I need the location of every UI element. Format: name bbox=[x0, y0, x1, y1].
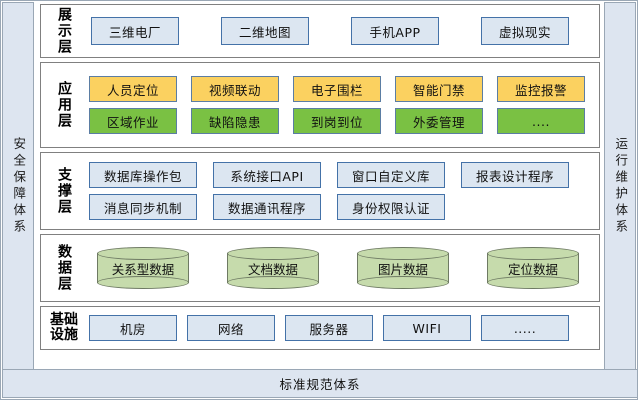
layer-support-body: 数据库操作包 系统接口API 窗口自定义库 报表设计程序 消息同步机制 数据通讯… bbox=[83, 162, 595, 220]
node-report-design-program[interactable]: 报表设计程序 bbox=[461, 162, 569, 188]
cylinder-top bbox=[487, 247, 579, 260]
cylinder-bottom bbox=[97, 276, 189, 289]
node-relational-data[interactable]: 关系型数据 bbox=[97, 247, 189, 289]
node-wifi[interactable]: WIFI bbox=[383, 315, 471, 341]
node-on-post-on-duty[interactable]: 到岗到位 bbox=[293, 108, 381, 134]
infrastructure-row: 机房 网络 服务器 WIFI ..... bbox=[87, 315, 595, 341]
cylinder-bottom bbox=[357, 276, 449, 289]
footer-standards-system: 标准规范体系 bbox=[2, 369, 638, 398]
layer-infrastructure: 基础设施 机房 网络 服务器 WIFI ..... bbox=[40, 306, 600, 350]
node-application-more[interactable]: .... bbox=[497, 108, 585, 134]
node-smart-access-control[interactable]: 智能门禁 bbox=[395, 76, 483, 102]
layer-data-label: 数据层 bbox=[56, 244, 72, 292]
footer-label: 标准规范体系 bbox=[279, 377, 361, 392]
node-infrastructure-more[interactable]: ..... bbox=[481, 315, 569, 341]
cylinder-top bbox=[357, 247, 449, 260]
layer-support: 支撑层 数据库操作包 系统接口API 窗口自定义库 报表设计程序 消息同步机制 … bbox=[40, 152, 600, 230]
layer-infrastructure-label: 基础设施 bbox=[50, 312, 78, 343]
node-3d-power-plant[interactable]: 三维电厂 bbox=[91, 17, 179, 45]
node-data-communication-program[interactable]: 数据通讯程序 bbox=[213, 194, 321, 220]
node-database-operation-package[interactable]: 数据库操作包 bbox=[89, 162, 197, 188]
rail-security-system: 安全保障体系 bbox=[2, 2, 34, 370]
layer-data: 数据层 关系型数据 文档数据 bbox=[40, 234, 600, 302]
layer-stack: 展示层 三维电厂 二维地图 手机APP 虚拟现实 应用层 人员定位 视频联动 bbox=[36, 2, 604, 370]
support-row-1: 数据库操作包 系统接口API 窗口自定义库 报表设计程序 bbox=[87, 162, 595, 188]
application-row-1: 人员定位 视频联动 电子围栏 智能门禁 监控报警 bbox=[87, 76, 595, 102]
node-video-linkage[interactable]: 视频联动 bbox=[191, 76, 279, 102]
layer-application: 应用层 人员定位 视频联动 电子围栏 智能门禁 监控报警 区域作业 缺陷隐患 到… bbox=[40, 62, 600, 148]
node-server[interactable]: 服务器 bbox=[285, 315, 373, 341]
layer-presentation: 展示层 三维电厂 二维地图 手机APP 虚拟现实 bbox=[40, 4, 600, 58]
node-network[interactable]: 网络 bbox=[187, 315, 275, 341]
node-image-data[interactable]: 图片数据 bbox=[357, 247, 449, 289]
node-identity-permission-auth[interactable]: 身份权限认证 bbox=[337, 194, 445, 220]
layer-presentation-body: 三维电厂 二维地图 手机APP 虚拟现实 bbox=[83, 17, 595, 45]
layer-application-body: 人员定位 视频联动 电子围栏 智能门禁 监控报警 区域作业 缺陷隐患 到岗到位 … bbox=[83, 76, 595, 134]
cylinder-top bbox=[227, 247, 319, 260]
layer-support-label: 支撑层 bbox=[56, 167, 72, 215]
node-mobile-app[interactable]: 手机APP bbox=[351, 17, 439, 45]
node-virtual-reality[interactable]: 虚拟现实 bbox=[481, 17, 569, 45]
node-positioning-data[interactable]: 定位数据 bbox=[487, 247, 579, 289]
node-outsourcing-management[interactable]: 外委管理 bbox=[395, 108, 483, 134]
node-2d-map[interactable]: 二维地图 bbox=[221, 17, 309, 45]
support-row-2: 消息同步机制 数据通讯程序 身份权限认证 bbox=[87, 194, 595, 220]
rail-right-label: 运行维护体系 bbox=[613, 136, 629, 236]
rail-operations-maintenance-system: 运行维护体系 bbox=[604, 2, 636, 370]
node-defect-hazard[interactable]: 缺陷隐患 bbox=[191, 108, 279, 134]
node-document-data-label: 文档数据 bbox=[247, 261, 298, 277]
layer-data-body: 关系型数据 文档数据 图片数据 bbox=[83, 247, 595, 289]
node-system-interface-api[interactable]: 系统接口API bbox=[213, 162, 321, 188]
node-window-custom-library[interactable]: 窗口自定义库 bbox=[337, 162, 445, 188]
application-row-2: 区域作业 缺陷隐患 到岗到位 外委管理 .... bbox=[87, 108, 595, 134]
node-document-data[interactable]: 文档数据 bbox=[227, 247, 319, 289]
node-monitoring-alarm[interactable]: 监控报警 bbox=[497, 76, 585, 102]
layer-application-label: 应用层 bbox=[56, 81, 72, 129]
rail-left-label: 安全保障体系 bbox=[11, 136, 27, 236]
presentation-row: 三维电厂 二维地图 手机APP 虚拟现实 bbox=[87, 17, 595, 45]
node-area-operation[interactable]: 区域作业 bbox=[89, 108, 177, 134]
node-machine-room[interactable]: 机房 bbox=[89, 315, 177, 341]
node-relational-data-label: 关系型数据 bbox=[111, 261, 175, 277]
node-image-data-label: 图片数据 bbox=[377, 261, 428, 277]
layer-infrastructure-body: 机房 网络 服务器 WIFI ..... bbox=[83, 315, 595, 341]
node-message-sync-mechanism[interactable]: 消息同步机制 bbox=[89, 194, 197, 220]
node-personnel-positioning[interactable]: 人员定位 bbox=[89, 76, 177, 102]
node-electronic-fence[interactable]: 电子围栏 bbox=[293, 76, 381, 102]
cylinder-top bbox=[97, 247, 189, 260]
cylinder-bottom bbox=[227, 276, 319, 289]
cylinder-bottom bbox=[487, 276, 579, 289]
data-row: 关系型数据 文档数据 图片数据 bbox=[87, 247, 595, 289]
node-positioning-data-label: 定位数据 bbox=[507, 261, 558, 277]
layer-presentation-label: 展示层 bbox=[56, 7, 72, 55]
